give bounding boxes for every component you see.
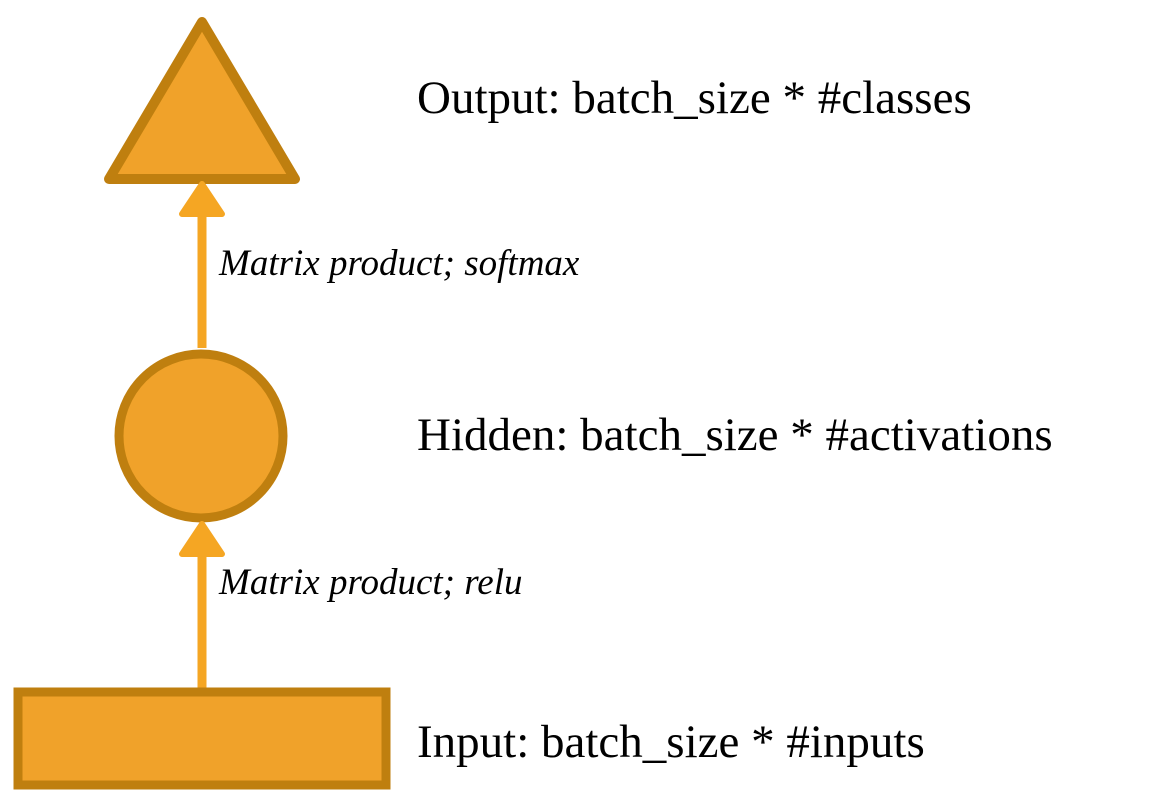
hidden-layer-label: Hidden: batch_size * #activations [417, 409, 1053, 461]
edge-label-hidden-to-output: Matrix product; softmax [219, 243, 580, 284]
edge-label-input-to-hidden: Matrix product; relu [219, 562, 523, 603]
output-layer-label: Output: batch_size * #classes [417, 72, 972, 124]
rectangle-node-icon[interactable] [13, 687, 391, 790]
triangle-node-icon[interactable] [104, 17, 300, 184]
circle-node-icon[interactable] [114, 349, 288, 523]
arrow-input-to-hidden [179, 521, 225, 690]
arrow-hidden-to-output [179, 181, 225, 348]
input-layer-label: Input: batch_size * #inputs [417, 716, 925, 768]
